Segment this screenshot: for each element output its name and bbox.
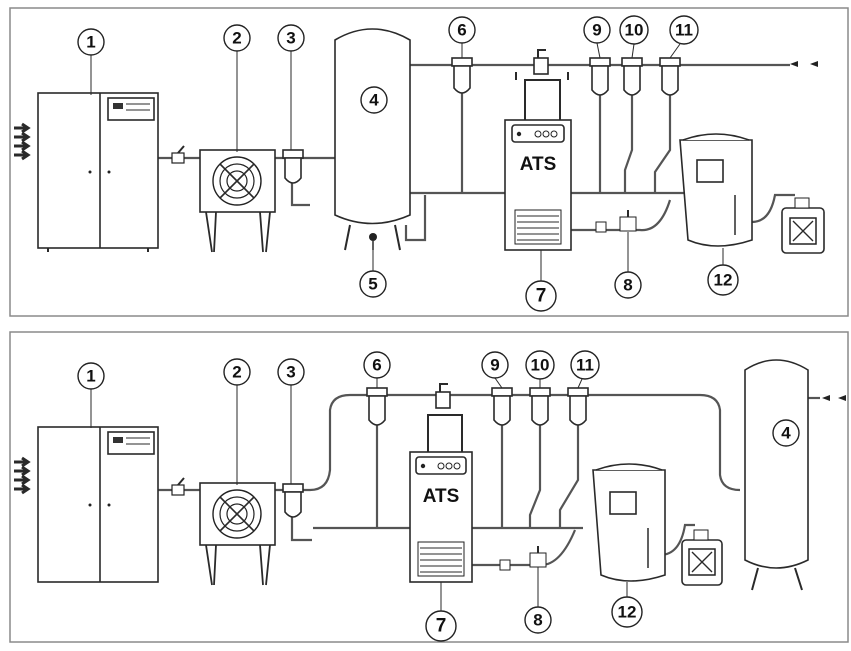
ats-label-top: ATS xyxy=(520,154,557,175)
air-receiver-icon xyxy=(334,28,411,251)
callout-4-top: 4 xyxy=(360,86,388,114)
callout-7-top: 7 xyxy=(525,250,557,312)
callout-12-top: 12 xyxy=(707,248,739,296)
svg-text:8: 8 xyxy=(533,611,542,630)
panel-top: 1 2 3 4 5 6 7 xyxy=(9,7,849,317)
ats-unit-icon xyxy=(409,383,473,583)
outlet-arrows-bottom xyxy=(822,395,846,401)
inlet-arrows-bottom xyxy=(14,456,31,495)
svg-text:2: 2 xyxy=(232,363,241,382)
ats-vent-grille xyxy=(514,209,562,245)
svg-text:2: 2 xyxy=(232,29,241,48)
refrigerated-dryer-icon xyxy=(199,149,276,253)
svg-text:3: 3 xyxy=(286,29,295,48)
filter-10-icon xyxy=(621,57,643,96)
filter-11-icon xyxy=(567,387,589,426)
callout-10-bottom: 10 xyxy=(525,350,555,388)
svg-text:12: 12 xyxy=(618,603,637,622)
refrigerated-dryer-icon xyxy=(199,482,276,586)
filter-3-icon xyxy=(282,483,304,518)
svg-text:10: 10 xyxy=(531,356,550,375)
air-compressor-icon xyxy=(37,426,159,583)
callout-10-top: 10 xyxy=(619,15,649,59)
svg-text:12: 12 xyxy=(714,271,733,290)
panel-bottom-frame xyxy=(9,331,849,643)
collection-canister-icon xyxy=(781,197,825,254)
filter-11-icon xyxy=(659,57,681,96)
svg-text:7: 7 xyxy=(436,616,447,637)
filter-9-icon xyxy=(589,57,611,96)
svg-text:11: 11 xyxy=(675,21,693,40)
callout-9-bottom: 9 xyxy=(481,351,509,389)
svg-text:6: 6 xyxy=(457,21,466,40)
inlet-arrows-top xyxy=(14,122,31,161)
solenoid-valve-icon xyxy=(595,210,637,233)
svg-text:9: 9 xyxy=(592,21,601,40)
callout-12-bottom: 12 xyxy=(611,582,643,628)
filter-9-icon xyxy=(491,387,513,426)
callout-3-bottom: 3 xyxy=(277,358,305,484)
filter-3-icon xyxy=(282,149,304,184)
callout-2-bottom: 2 xyxy=(223,358,251,485)
callout-9-top: 9 xyxy=(583,16,611,59)
svg-text:1: 1 xyxy=(86,33,95,52)
oil-water-separator-icon xyxy=(592,463,666,582)
filter-10-icon xyxy=(529,387,551,426)
callout-6-top: 6 xyxy=(448,16,476,58)
panel-top-frame xyxy=(9,7,849,317)
callout-7-bottom: 7 xyxy=(425,582,457,642)
svg-text:9: 9 xyxy=(490,356,499,375)
air-compressor-icon xyxy=(37,92,159,252)
ats-unit-icon xyxy=(504,49,572,251)
outlet-arrows-top xyxy=(790,61,818,67)
callout-1-bottom: 1 xyxy=(77,362,105,428)
filter-6-icon xyxy=(366,387,388,426)
svg-text:5: 5 xyxy=(368,275,377,294)
drain-valve-icon xyxy=(369,233,377,250)
ats-vent-grille xyxy=(417,541,465,577)
svg-text:4: 4 xyxy=(781,424,791,443)
solenoid-valve-icon xyxy=(499,546,547,571)
svg-text:6: 6 xyxy=(372,356,381,375)
svg-text:3: 3 xyxy=(286,363,295,382)
panel-bottom: 1 2 3 6 9 10 11 xyxy=(9,331,849,643)
oil-water-separator-icon xyxy=(679,133,753,247)
callout-4-bottom: 4 xyxy=(772,419,800,447)
svg-text:11: 11 xyxy=(576,356,594,375)
callout-2-top: 2 xyxy=(223,24,251,152)
svg-text:8: 8 xyxy=(623,276,632,295)
callout-8-top: 8 xyxy=(614,232,642,299)
callout-11-bottom: 11 xyxy=(570,350,600,389)
svg-text:1: 1 xyxy=(86,367,95,386)
svg-text:7: 7 xyxy=(536,286,547,307)
air-receiver-icon xyxy=(744,359,809,591)
callout-6-bottom: 6 xyxy=(363,351,391,388)
collection-canister-icon xyxy=(681,529,723,586)
callout-5-top: 5 xyxy=(359,250,387,298)
svg-text:4: 4 xyxy=(369,91,379,110)
ball-valve-icon xyxy=(171,477,185,496)
callout-8-bottom: 8 xyxy=(524,567,552,634)
callout-3-top: 3 xyxy=(277,24,305,150)
callout-11-top: 11 xyxy=(669,15,699,59)
svg-text:10: 10 xyxy=(625,21,644,40)
filter-6-icon xyxy=(451,57,473,94)
ats-label-bottom: ATS xyxy=(423,486,460,507)
callout-1-top: 1 xyxy=(77,28,105,95)
ball-valve-icon xyxy=(171,145,185,164)
